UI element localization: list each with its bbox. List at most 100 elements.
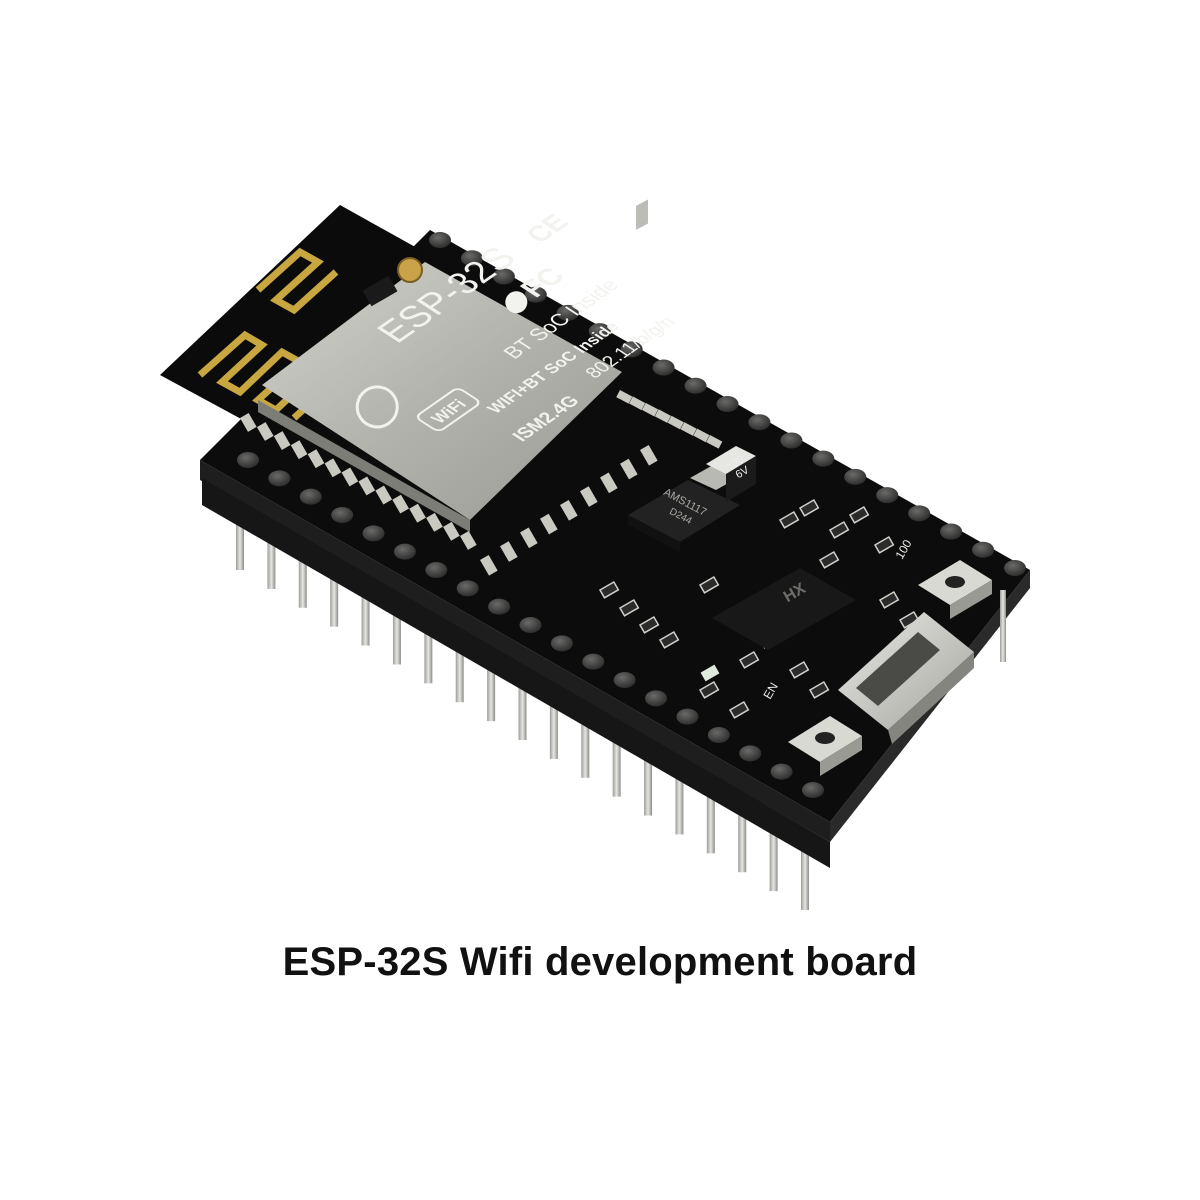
pin-hole: [620, 341, 643, 358]
micro-usb-port[interactable]: [838, 612, 974, 744]
front-header-pins: [236, 500, 809, 910]
header-pin: [487, 646, 496, 722]
module-shield-edge: [258, 400, 470, 532]
pin-hole: [488, 598, 511, 615]
module-pad: [409, 503, 426, 523]
pin-hole: [268, 470, 291, 487]
voltage-regulator: AMS1117 D244: [628, 199, 748, 552]
module-pad: [240, 412, 257, 432]
header-pin: [801, 830, 809, 910]
smd-part: [658, 630, 680, 649]
module-pad: [619, 458, 638, 480]
smd-part: [618, 598, 640, 617]
antenna-board: [160, 205, 460, 440]
ufl-connector: [397, 257, 423, 283]
header-pin: [769, 811, 778, 892]
smd-part: [878, 590, 900, 609]
pin-hole: [908, 505, 931, 522]
module-pad: [375, 485, 393, 505]
pin-hole: [652, 359, 675, 376]
header-pin: [455, 628, 464, 703]
pin-hole: [331, 507, 354, 523]
ufl-pad: [362, 275, 398, 307]
module-pad: [443, 521, 460, 541]
front-header-strip: [202, 478, 830, 868]
pin-hole: [460, 250, 483, 267]
header-pin: [549, 683, 558, 759]
pin-hole: [716, 396, 739, 412]
product-photo: ESP-32S FC CE BT SoC Inside WIFI+BT SoC …: [160, 199, 1030, 910]
pin-hole: [299, 488, 322, 505]
pin-hole: [456, 580, 479, 597]
module-pad: [600, 472, 618, 494]
right-pin-1: [1000, 590, 1006, 662]
module-pad: [307, 449, 325, 469]
en-button[interactable]: [788, 716, 862, 776]
pin-hole: [748, 414, 771, 431]
boot-button[interactable]: [918, 560, 992, 619]
smd-part: [698, 680, 720, 699]
module-pad: [706, 435, 723, 449]
smd-part: [778, 510, 800, 529]
module-pad: [273, 431, 291, 451]
header-pin: [738, 793, 747, 873]
header-pin: [392, 591, 401, 665]
pin-hole: [582, 653, 605, 670]
pin-hole: [556, 304, 579, 321]
pin-hole: [844, 468, 867, 485]
module-pad: [641, 402, 659, 417]
module-pad: [358, 476, 376, 496]
smd-part: [728, 700, 750, 719]
pin-hole: [812, 450, 835, 467]
header-pin: [236, 500, 244, 570]
header-pin: [644, 738, 653, 816]
smd-part: [698, 575, 720, 594]
module-pad: [426, 512, 443, 532]
header-pin: [298, 536, 307, 608]
smd-part: [808, 680, 830, 699]
back-header-pins: [429, 232, 1026, 576]
pin-hole: [492, 268, 515, 285]
smd-components: [598, 498, 920, 719]
antenna-trace-top: [255, 247, 339, 315]
pin-hole: [739, 745, 762, 762]
module-pad: [680, 422, 697, 436]
smd-part: [788, 660, 810, 679]
module-pad: [560, 500, 578, 521]
pin-hole: [940, 523, 963, 540]
module-pad: [579, 486, 598, 507]
smd-part: [598, 580, 620, 599]
pin-hole: [393, 543, 416, 560]
module-pad: [480, 555, 498, 576]
pin-hole: [684, 377, 707, 394]
front-header-heads: [237, 452, 824, 798]
smd-part: [818, 550, 840, 569]
pin-hole: [972, 541, 995, 558]
pin-hole: [645, 690, 668, 707]
module-pad: [500, 541, 518, 562]
pin-hole: [524, 286, 547, 303]
pin-hole: [780, 432, 803, 449]
module-shield: [262, 262, 622, 520]
header-pin: [267, 518, 276, 589]
header-pin: [675, 756, 684, 835]
bluetooth-icon: [505, 291, 528, 314]
pin-hole: [613, 672, 636, 688]
module-pads: [240, 390, 723, 576]
wifi-badge: [416, 388, 480, 432]
pin-hole: [237, 452, 259, 468]
module-pad: [654, 409, 671, 423]
module-pad: [693, 428, 710, 443]
smd-part: [873, 535, 895, 554]
module-pad: [392, 494, 409, 514]
module-pad: [640, 445, 658, 466]
pin-hole: [550, 635, 573, 652]
pin-hole: [876, 487, 899, 504]
module-pad: [290, 440, 308, 460]
pin-hole: [362, 525, 385, 542]
header-pin: [518, 665, 527, 740]
product-caption: ESP-32S Wifi development board: [282, 940, 918, 984]
status-led: [700, 664, 720, 682]
pcb-edge: [200, 460, 830, 842]
module-pad: [324, 458, 342, 478]
